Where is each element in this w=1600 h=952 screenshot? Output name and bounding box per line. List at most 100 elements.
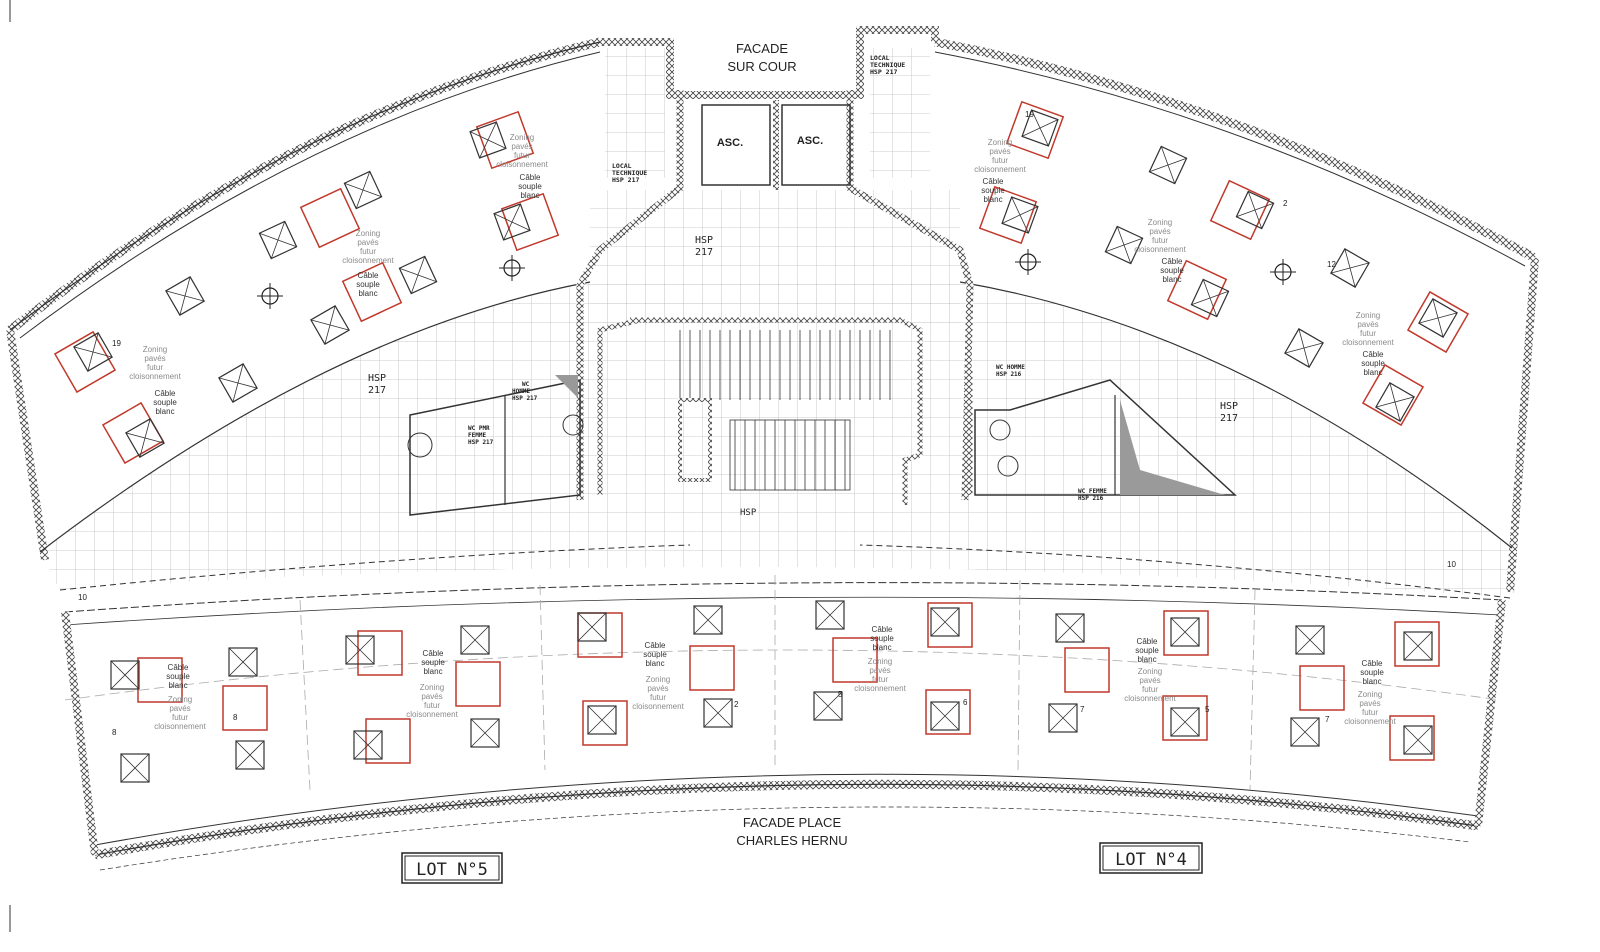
light-fixture-icon	[345, 635, 375, 665]
light-fixture-icon	[1418, 298, 1458, 338]
dimension-number: 7	[1080, 705, 1085, 714]
fixture-zone-square	[925, 689, 971, 735]
label-line: WC FEMME	[1078, 488, 1107, 495]
light-fixture-icon	[310, 305, 350, 345]
fixture-zone-square	[53, 330, 117, 394]
lot-5-text: LOT N°5	[416, 860, 488, 880]
light-fixture-icon	[930, 607, 960, 637]
light-fixture-icon	[930, 701, 960, 731]
light-fixture-icon	[1290, 717, 1320, 747]
light-fixture-icon	[165, 276, 205, 316]
elevator-label-2: ASC.	[797, 135, 823, 147]
fixture-zone-square	[1209, 179, 1271, 241]
label-line: HOMME	[512, 388, 530, 395]
fixture-zone-square	[1163, 610, 1209, 656]
fixture-zone-square	[455, 661, 501, 707]
dimension-number: 12	[1327, 260, 1336, 269]
dimension-number: 2	[734, 700, 739, 709]
label-line: WC PMR	[468, 425, 490, 432]
label-line: 217	[368, 385, 386, 396]
fixture-zone-square	[1299, 665, 1345, 711]
light-fixture-icon	[218, 363, 258, 403]
fixtures-layer	[53, 100, 1470, 783]
light-fixture-icon	[125, 418, 165, 458]
light-fixture-icon	[1295, 625, 1325, 655]
light-fixture-icon	[493, 203, 531, 241]
local-tech-right-label: LOCAL TECHNIQUE HSP 217	[870, 54, 905, 76]
light-fixture-icon	[235, 740, 265, 770]
light-fixture-icon	[73, 332, 113, 372]
light-fixture-icon	[1190, 278, 1230, 318]
light-fixture-icon	[110, 660, 140, 690]
facade-top-line1: FACADE	[736, 41, 788, 56]
wc-pmr-femme-label: WC PMR FEMME HSP 217	[468, 425, 494, 446]
fixture-zone-square	[222, 685, 268, 731]
label-line: HSP	[1220, 401, 1238, 412]
dimension-number: 19	[112, 339, 121, 348]
light-fixture-icon	[1403, 631, 1433, 661]
light-fixture-icon	[813, 691, 843, 721]
light-fixture-icon	[1170, 617, 1200, 647]
label-line: WC HOMME	[996, 364, 1025, 371]
light-fixture-icon	[693, 605, 723, 635]
dimension-number: 10	[78, 593, 87, 602]
label-line: TECHNIQUE	[870, 61, 905, 69]
light-fixture-icon	[460, 625, 490, 655]
label-line: HSP 217	[870, 68, 897, 76]
fixture-zone-square	[1005, 100, 1065, 160]
fixture-zone-square	[357, 630, 403, 676]
wc-femme-right-label: WC FEMME HSP 216	[1078, 488, 1107, 502]
dimension-number: 19	[1025, 110, 1034, 119]
label-line: 217	[695, 247, 713, 258]
fixture-zone-square	[137, 657, 183, 703]
label-line: WC	[522, 381, 530, 388]
light-fixture-icon	[1330, 248, 1370, 288]
wc-homme-right-label: WC HOMME HSP 216	[996, 364, 1025, 378]
light-fixture-icon	[1284, 328, 1324, 368]
fixture-zone-square	[1361, 363, 1425, 427]
label-line: LOCAL	[870, 54, 890, 62]
crosshair-marker-icon	[499, 255, 525, 281]
fixture-zone-square	[978, 185, 1038, 245]
fixture-zone-square	[341, 261, 403, 323]
wc-homme-left-label: WC HOMME HSP 217	[512, 381, 538, 402]
label-line: TECHNIQUE	[612, 169, 647, 177]
lower-wing-walls	[61, 575, 1506, 871]
fixture-zone-square	[1394, 621, 1440, 667]
light-fixture-icon	[398, 255, 438, 295]
light-fixture-icon	[1055, 613, 1085, 643]
light-fixture-icon	[703, 698, 733, 728]
light-fixture-icon	[1048, 703, 1078, 733]
crosshair-marker-icon	[257, 283, 283, 309]
light-fixture-icon	[343, 170, 383, 210]
label-line: HSP	[368, 373, 386, 384]
dimension-number: 10	[1447, 560, 1456, 569]
local-tech-grid-left	[605, 48, 665, 178]
office-right-label: HSP 217	[1220, 401, 1238, 424]
lot-4-text: LOT N°4	[1115, 850, 1187, 870]
light-fixture-icon	[1148, 145, 1188, 185]
dimension-number: 5	[838, 690, 843, 699]
label-line: HSP 217	[512, 395, 538, 402]
fixture-zone-square	[500, 192, 560, 252]
